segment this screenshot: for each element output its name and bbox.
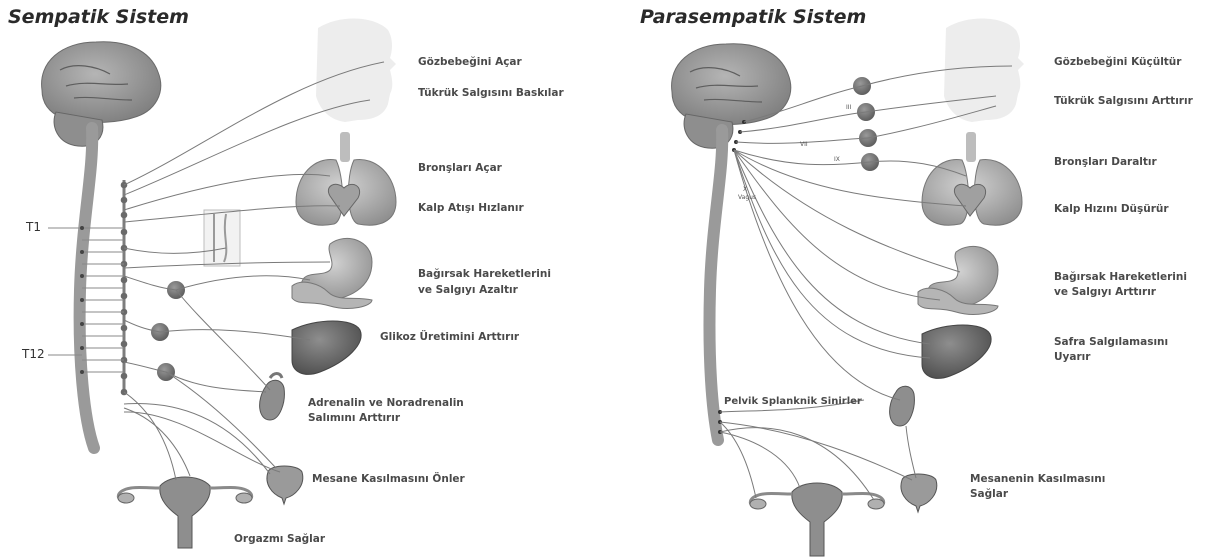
- uterus-illustration-right: [750, 483, 884, 556]
- parasympathetic-title: Parasempatik Sistem: [640, 6, 866, 28]
- liver-illustration-right: [922, 325, 991, 378]
- symp-effect-bladder: Mesane Kasılmasını Önler: [312, 472, 465, 487]
- vessel-inset: [204, 210, 240, 266]
- symp-effect-adrenal-1: Adrenalin ve Noradrenalin: [308, 396, 464, 411]
- segment-t1-label: T1: [26, 220, 41, 234]
- brain-illustration: [42, 42, 161, 123]
- spinal-cord-right: [709, 130, 722, 440]
- symp-effect-adrenal-2: Salımını Arttırır: [308, 411, 400, 426]
- sympathetic-title: Sempatik Sistem: [8, 6, 189, 28]
- vagus-label-x: X: [743, 186, 747, 193]
- symp-effect-orgasm: Orgazmı Sağlar: [234, 532, 325, 547]
- symp-effect-gut-1: Bağırsak Hareketlerini: [418, 267, 551, 282]
- para-effect-gut-2: ve Salgıyı Arttırır: [1054, 285, 1156, 300]
- para-effect-bladder-2: Sağlar: [970, 487, 1008, 502]
- symp-effect-saliva: Tükrük Salgısını Baskılar: [418, 86, 564, 101]
- pelvic-splanchnic-label: Pelvik Splanknik Sinirler: [724, 394, 862, 409]
- uterus-illustration: [118, 477, 252, 548]
- liver-illustration: [292, 321, 361, 374]
- para-effect-saliva: Tükrük Salgısını Arttırır: [1054, 94, 1193, 109]
- sympathetic-panel: [42, 18, 396, 548]
- para-effect-bile-1: Safra Salgılamasını: [1054, 335, 1168, 350]
- symp-effect-heart: Kalp Atışı Hızlanır: [418, 201, 524, 216]
- para-effect-pupil: Gözbebeğini Küçültür: [1054, 55, 1181, 70]
- segment-t12-label: T12: [22, 347, 45, 361]
- symp-effect-pupil: Gözbebeğini Açar: [418, 55, 522, 70]
- brain-illustration-right: [672, 44, 791, 125]
- bladder-illustration-right: [901, 474, 937, 512]
- bladder-illustration: [267, 466, 303, 504]
- para-effect-bronchi: Bronşları Daraltır: [1054, 155, 1157, 170]
- vagus-label-name: Vagus: [738, 194, 756, 201]
- symp-effect-gut-2: ve Salgıyı Azaltır: [418, 283, 518, 298]
- nerve-label-iii: III: [846, 104, 851, 111]
- kidney-illustration-right: [890, 386, 915, 426]
- nerve-label-vii: VII: [800, 141, 808, 148]
- para-effect-heart: Kalp Hızını Düşürür: [1054, 202, 1169, 217]
- para-effect-bile-2: Uyarır: [1054, 350, 1090, 365]
- symp-effect-glucose: Glikoz Üretimini Arttırır: [380, 330, 519, 345]
- para-effect-gut-1: Bağırsak Hareketlerini: [1054, 270, 1187, 285]
- symp-effect-bronchi: Bronşları Açar: [418, 161, 502, 176]
- face-illustration: [316, 18, 396, 122]
- adrenal-kidney-illustration: [260, 380, 285, 420]
- face-illustration-right: [944, 18, 1024, 122]
- para-effect-bladder-1: Mesanenin Kasılmasını: [970, 472, 1105, 487]
- nerve-label-ix: IX: [834, 156, 840, 163]
